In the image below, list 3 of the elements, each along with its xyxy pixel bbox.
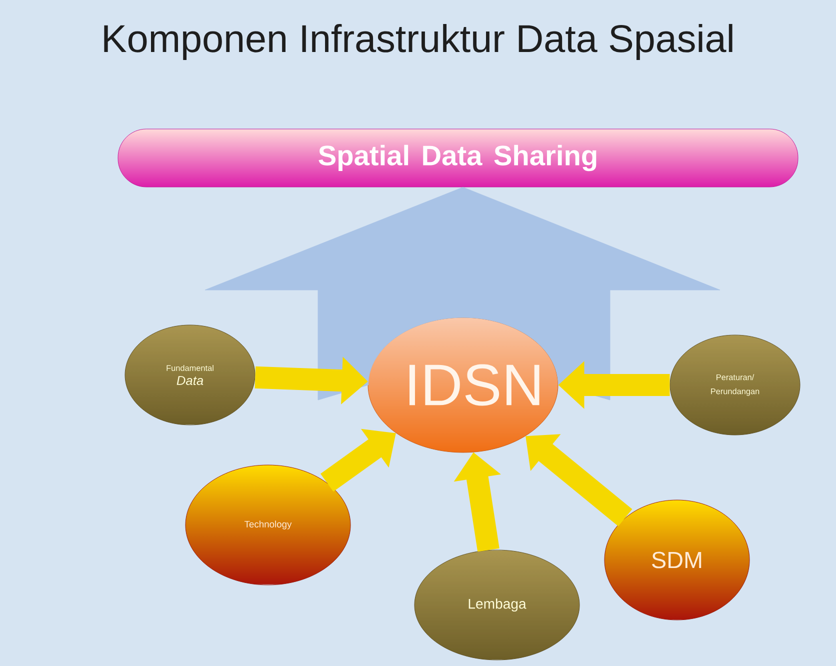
title: Komponen Infrastruktur Data Spasial <box>104 24 732 60</box>
arrow <box>204 187 720 400</box>
process-bar: Spatial Data Sharing <box>118 128 798 188</box>
